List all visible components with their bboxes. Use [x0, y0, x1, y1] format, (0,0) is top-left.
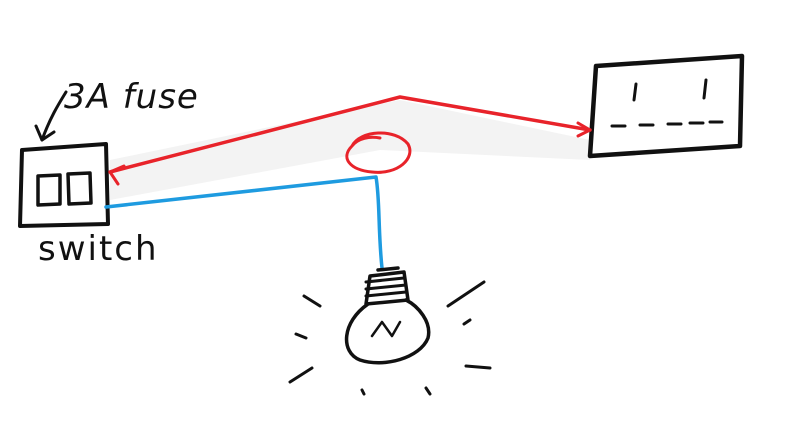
- consumer-unit-icon: [587, 53, 745, 159]
- live-wire: [108, 95, 592, 186]
- junction-circle-icon: [345, 131, 412, 174]
- switched-wire: [104, 175, 384, 270]
- fuse-label: 3A fuse: [64, 77, 199, 117]
- fuse-arrow-icon: [34, 90, 68, 142]
- double-rocker-switch-icon: [18, 142, 110, 228]
- light-bulb-icon: [344, 266, 431, 365]
- switch-label: switch: [38, 229, 159, 269]
- glow-rays: [288, 280, 492, 396]
